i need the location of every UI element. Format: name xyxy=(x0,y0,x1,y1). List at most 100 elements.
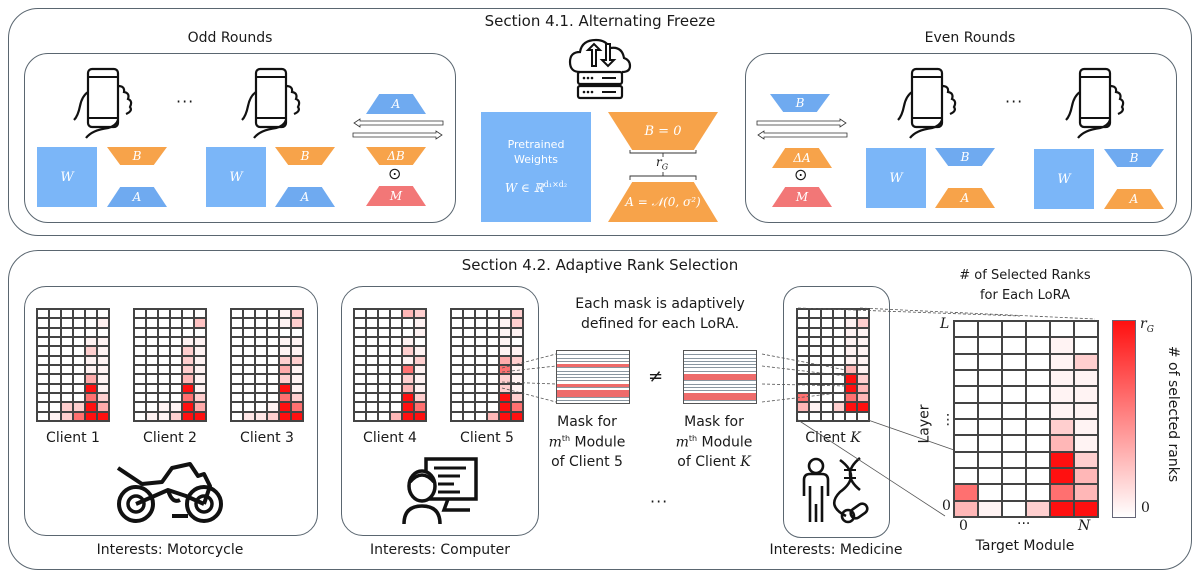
heatmap-cell xyxy=(231,336,243,347)
heatmap-cell xyxy=(499,327,511,337)
heatmap-cell xyxy=(511,346,523,356)
heatmap-cell xyxy=(954,500,978,517)
heatmap-cell xyxy=(279,309,291,319)
heatmap-cell xyxy=(821,411,833,421)
heatmap-cell xyxy=(267,336,279,347)
heatmap-cell xyxy=(61,411,73,421)
heatmap-cell xyxy=(833,411,845,421)
heatmap-cell xyxy=(49,383,61,393)
phone-hand-icon xyxy=(897,67,957,139)
heatmap-cell xyxy=(73,336,85,347)
heatmap-cell xyxy=(1050,419,1074,436)
heatmap-cell xyxy=(821,355,833,365)
heatmap-cell xyxy=(182,364,194,375)
heatmap-cell xyxy=(354,355,366,365)
heatmap-cell xyxy=(845,402,857,412)
heatmap-cell xyxy=(845,355,857,365)
heatmap-cell xyxy=(134,309,146,319)
heatmap-cell xyxy=(146,309,158,319)
heatmap-cell xyxy=(499,355,511,365)
heatmap-cell xyxy=(158,336,170,347)
heatmap-cell xyxy=(146,336,158,347)
heatmap-cell xyxy=(158,364,170,375)
heatmap-cell xyxy=(845,364,857,375)
heatmap-cell xyxy=(37,318,49,328)
ellipsis: ··· xyxy=(650,492,669,511)
heatmap-cell xyxy=(366,318,378,328)
heatmap-cell xyxy=(1050,500,1074,517)
lora-A-block: A xyxy=(275,187,335,207)
heatmap-cell xyxy=(267,383,279,393)
heatmap-cell xyxy=(390,346,402,356)
heatmap-cell xyxy=(809,364,821,375)
heatmap-cell xyxy=(809,392,821,403)
heatmap-cell xyxy=(414,392,426,403)
heatmap-cell xyxy=(857,309,869,319)
x-tick-right: N xyxy=(1078,518,1091,534)
heatmap-cell xyxy=(499,402,511,412)
heatmap-cell xyxy=(255,318,267,328)
heatmap-cell xyxy=(49,318,61,328)
heatmap-cell xyxy=(1074,419,1098,436)
heatmap-cell xyxy=(511,402,523,412)
heatmap-cell xyxy=(475,327,487,337)
heatmap-cell xyxy=(797,336,809,347)
mask-M-block: M xyxy=(366,186,426,206)
heatmap-cell xyxy=(1002,419,1026,436)
heatmap-cell xyxy=(170,355,182,365)
heatmap-cell xyxy=(511,309,523,319)
heatmap-cell xyxy=(194,364,206,375)
heatmap-cell xyxy=(231,402,243,412)
heatmap-cell xyxy=(954,370,978,387)
client-label: Client 2 xyxy=(143,430,197,446)
heatmap-cell xyxy=(267,392,279,403)
heatmap-cell xyxy=(857,402,869,412)
heatmap-cell xyxy=(85,374,97,384)
heatmap-cell xyxy=(182,327,194,337)
heatmap-cell xyxy=(85,383,97,393)
mask-row-line xyxy=(557,399,629,401)
heatmap-cell xyxy=(809,402,821,412)
heatmap-cell xyxy=(809,383,821,393)
heatmap-cell xyxy=(267,355,279,365)
heatmap-cell xyxy=(511,392,523,403)
heatmap-cell xyxy=(279,392,291,403)
heatmap-cell xyxy=(1002,370,1026,387)
y-axis-label: Layer xyxy=(916,404,933,444)
heatmap-cell xyxy=(833,364,845,375)
heatmap-cell xyxy=(291,374,303,384)
heatmap-cell xyxy=(61,309,73,319)
heatmap-cell xyxy=(49,411,61,421)
heatmap-cell xyxy=(97,411,109,421)
heatmap-cell xyxy=(1050,484,1074,501)
heatmap-cell xyxy=(809,374,821,384)
heatmap-cell xyxy=(390,392,402,403)
pretrained-weight-block: W xyxy=(206,147,266,207)
heatmap-cell xyxy=(487,355,499,365)
heatmap-cell xyxy=(354,318,366,328)
heatmap-cell xyxy=(182,374,194,384)
mask-row-line xyxy=(684,370,756,372)
heatmap-cell xyxy=(61,318,73,328)
heatmap-cell xyxy=(170,411,182,421)
client-rank-grid xyxy=(353,308,427,422)
heatmap-cell xyxy=(487,411,499,421)
heatmap-cell xyxy=(366,355,378,365)
heatmap-cell xyxy=(978,402,1002,419)
mask-row-line xyxy=(684,367,756,369)
heatmap-cell xyxy=(61,383,73,393)
global-rank-label: rG xyxy=(656,155,669,172)
heatmap-cell xyxy=(366,411,378,421)
heatmap-cell xyxy=(463,392,475,403)
rank-mask xyxy=(556,350,630,404)
heatmap-cell xyxy=(978,451,1002,468)
heatmap-cell xyxy=(797,374,809,384)
heatmap-cell xyxy=(809,411,821,421)
heatmap-cell xyxy=(414,318,426,328)
heatmap-cell xyxy=(146,327,158,337)
heatmap-cell xyxy=(463,336,475,347)
heatmap-cell xyxy=(809,318,821,328)
heatmap-cell xyxy=(463,309,475,319)
heatmap-cell xyxy=(279,402,291,412)
colorbar xyxy=(1112,320,1136,518)
